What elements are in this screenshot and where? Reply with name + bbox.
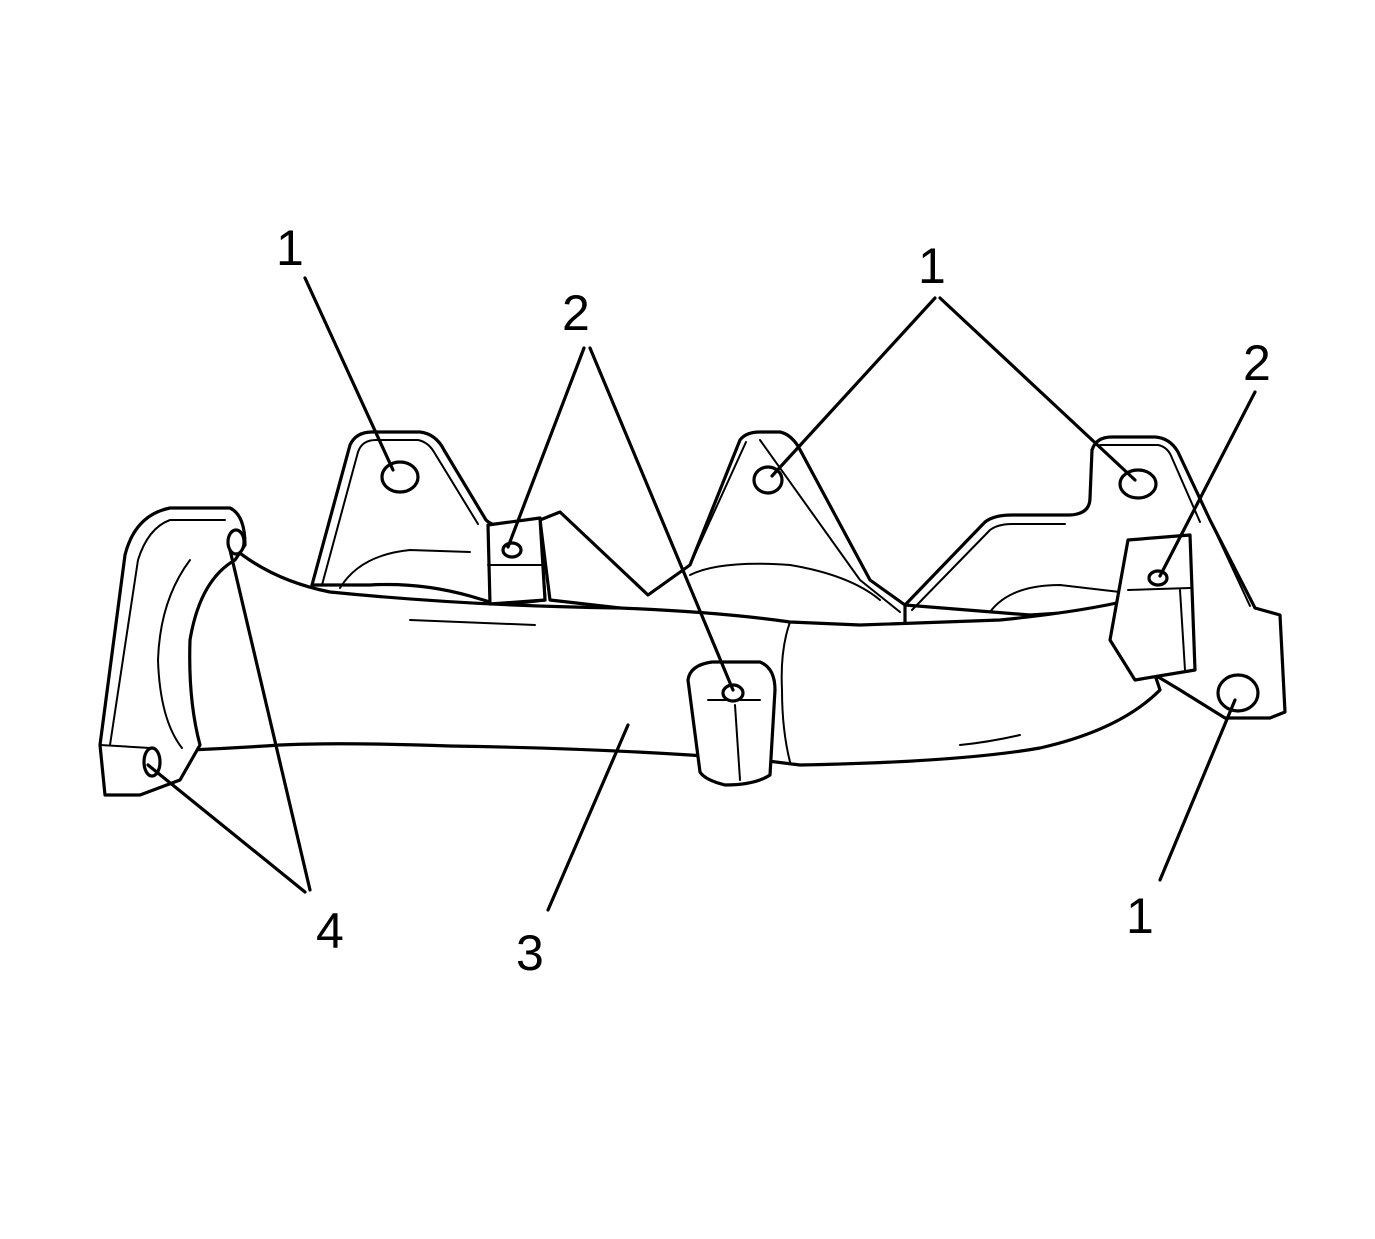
leader-4-b — [146, 763, 307, 894]
callout-labels: 1 2 1 2 4 3 1 — [276, 220, 1271, 981]
bolt-hole-1a — [380, 460, 420, 494]
leader-1-top-right-b — [938, 296, 1137, 482]
leader-lines — [146, 276, 1257, 912]
callout-1-top-right: 1 — [918, 238, 946, 294]
mounting-holes — [380, 460, 1260, 713]
callout-1-lower-right: 1 — [1126, 888, 1154, 944]
stud-bosses — [486, 516, 1197, 787]
stud-hole-2b — [721, 683, 745, 703]
stud-hole-2c — [1147, 569, 1169, 587]
stud-hole-2a — [501, 541, 523, 559]
outlet-flange — [98, 506, 247, 797]
manifold-flange-left — [310, 430, 547, 607]
callout-1-top-left: 1 — [276, 220, 304, 276]
leader-2-upper-a — [506, 346, 586, 549]
leader-2-right — [1158, 390, 1257, 578]
bolt-hole-1c — [1118, 468, 1158, 500]
leader-3 — [546, 723, 630, 912]
leader-1-lower-right — [1158, 698, 1237, 882]
callout-2-right: 2 — [1243, 335, 1271, 391]
leader-2-upper-b — [588, 346, 735, 692]
manifold-flange-middle — [538, 430, 907, 642]
callout-2-upper-middle: 2 — [562, 285, 590, 341]
callout-3-lower-middle: 3 — [516, 925, 544, 981]
leader-4-a — [228, 548, 312, 892]
callout-4-lower-left: 4 — [316, 903, 344, 959]
leader-1-top-right-a — [770, 296, 937, 478]
leader-1-top-left — [303, 276, 395, 472]
bolt-hole-1d — [1216, 673, 1260, 713]
